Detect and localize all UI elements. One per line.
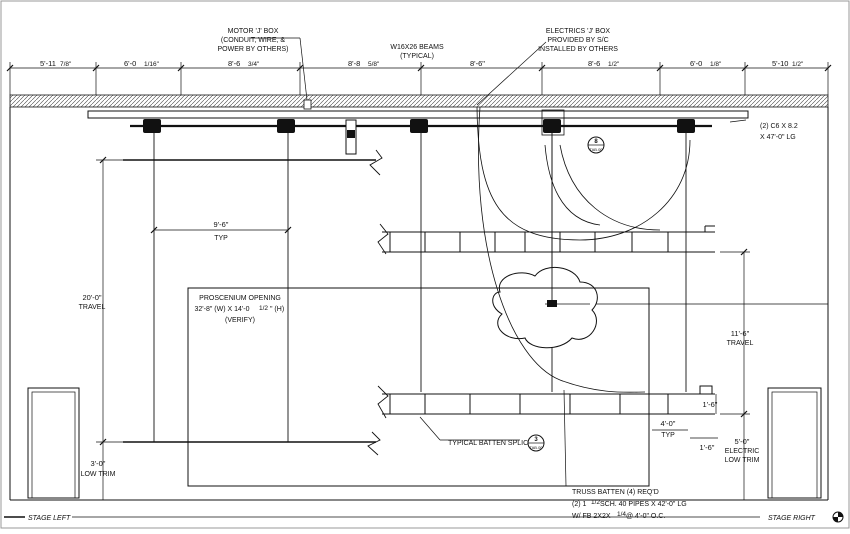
- truss-l1: TRUSS BATTEN (4) REQ'D: [572, 489, 659, 496]
- travel-right-label: TRAVEL: [727, 340, 754, 347]
- electrics-box-l3: INSTALLED BY OTHERS: [538, 46, 618, 53]
- hoist-units: [143, 119, 695, 155]
- span-3-frac: 3/4": [248, 61, 260, 68]
- span-7-frac: 1/8": [710, 61, 722, 68]
- electric-cables: [476, 106, 691, 393]
- channel-l2: X 47'-0" LG: [760, 134, 796, 141]
- span-2-frac: 1/16": [144, 61, 160, 68]
- cloud-fixture: [547, 300, 557, 307]
- truss-pipes-frac: 1/2: [591, 499, 600, 506]
- callout-3-sheet: TAB.00: [529, 445, 543, 450]
- travel-left-label: TRAVEL: [79, 304, 106, 311]
- callout-8-sheet: TAB.00: [589, 147, 603, 152]
- span-6-frac: 1/2": [608, 61, 620, 68]
- dim-1-6-upper: 1'-6": [703, 400, 718, 409]
- footer: STAGE LEFT STAGE RIGHT: [4, 511, 844, 523]
- channel-l1: (2) C6 X 8.2: [760, 123, 798, 130]
- batten-splice-note: TYPICAL BATTEN SPLICE: [448, 440, 533, 447]
- lighting-cloud: [492, 266, 598, 349]
- detail-callout-3: 3 TAB.00: [527, 434, 545, 452]
- proscenium-note: PROSCENIUM OPENING 32'-8" (W) X 14'-0 1/…: [195, 295, 285, 324]
- stage-left-label: STAGE LEFT: [28, 515, 71, 522]
- spacing-dimension: [150, 226, 292, 234]
- top-dimension-string: [6, 62, 832, 95]
- typ-spacing-value: 9'-6": [214, 220, 229, 229]
- elec-low-trim-value: 5'-0": [735, 437, 750, 446]
- stage-right-label: STAGE RIGHT: [768, 515, 816, 522]
- proscenium-opening: [187, 287, 650, 487]
- dim-4-0-typ: TYP: [661, 432, 675, 439]
- elec-low-trim-l2: LOW TRIM: [725, 457, 760, 464]
- callout-3-num: 3: [534, 437, 538, 443]
- beams-l2: (TYPICAL): [400, 53, 434, 60]
- span-3: 8'-6: [228, 59, 240, 68]
- truss-note: TRUSS BATTEN (4) REQ'D (2) 1 1/2 SCH. 40…: [572, 489, 687, 520]
- upper-batten-left: [123, 149, 383, 176]
- truss-small-dims: [652, 394, 718, 439]
- top-dimension-labels: 5'-11 7/8" 6'-0 1/16" 8'-6 3/4" 8'-8 5/8…: [40, 59, 804, 68]
- callout-8-num: 8: [594, 139, 598, 145]
- motor-box-l2: (CONDUIT, WIRE, &: [221, 37, 285, 44]
- dim-1-6-lower: 1'-6": [700, 443, 715, 452]
- motor-box-l3: POWER BY OTHERS): [217, 46, 288, 53]
- proscenium-frac: 1/2: [259, 305, 268, 312]
- span-4: 8'-8: [348, 59, 360, 68]
- electrics-box-l2: PROVIDED BY S/C: [547, 37, 608, 44]
- truss-pipes: SCH. 40 PIPES X 42'-0" LG: [600, 501, 687, 508]
- span-1: 5'-11: [40, 59, 56, 68]
- channel-note: (2) C6 X 8.2 X 47'-0" LG: [760, 123, 798, 141]
- door-stage-left: [27, 387, 80, 499]
- typ-spacing-note: TYP: [214, 235, 228, 242]
- beams-note: W16X26 BEAMS (TYPICAL): [390, 44, 444, 60]
- span-5: 8'-6": [470, 59, 485, 68]
- span-6: 8'-6: [588, 59, 600, 68]
- travel-left-value: 20'-0": [82, 293, 101, 302]
- span-8-frac: 1/2": [792, 61, 804, 68]
- proscenium-h: " (H): [270, 306, 284, 313]
- roof-deck: [9, 94, 829, 108]
- c6-channel: [87, 110, 749, 119]
- lower-batten-left: [123, 431, 381, 456]
- motor-j-box: [303, 99, 312, 110]
- proscenium-l3: (VERIFY): [225, 317, 255, 324]
- span-1-frac: 7/8": [60, 61, 72, 68]
- motor-box-l1: MOTOR 'J' BOX: [228, 28, 279, 35]
- dim-4-0: 4'-0": [661, 419, 676, 428]
- span-4-frac: 5/8": [368, 61, 380, 68]
- leader-lines: [250, 37, 747, 487]
- travel-right-value: 11'-6": [731, 329, 750, 338]
- span-8: 5'-10: [772, 59, 788, 68]
- low-trim-left-label: LOW TRIM: [81, 471, 116, 478]
- proscenium-l1: PROSCENIUM OPENING: [199, 295, 281, 302]
- truss-fb-frac: 1/4: [617, 511, 626, 518]
- span-2: 6'-0: [124, 59, 136, 68]
- beams-l1: W16X26 BEAMS: [390, 44, 444, 51]
- truss-l2: (2) 1: [572, 501, 587, 508]
- electrics-box-note: ELECTRICS 'J' BOX PROVIDED BY S/C INSTAL…: [538, 28, 618, 53]
- elec-low-trim-l1: ELECTRIC: [725, 448, 760, 455]
- truss-fb: @ 4'-0" O.C.: [626, 513, 665, 520]
- low-trim-left-value: 3'-0": [91, 459, 106, 468]
- span-7: 6'-0: [690, 59, 702, 68]
- travel-dimension-left: [96, 156, 150, 500]
- door-stage-right: [767, 387, 822, 499]
- electrics-j-box: [541, 109, 565, 136]
- truss-batten-lower: [377, 385, 715, 419]
- travel-dimension-right: [596, 248, 828, 500]
- motor-box-note: MOTOR 'J' BOX (CONDUIT, WIRE, & POWER BY…: [217, 28, 288, 53]
- electrics-box-l1: ELECTRICS 'J' BOX: [546, 28, 610, 35]
- proscenium-l2: 32'-8" (W) X 14'-0: [195, 306, 250, 313]
- detail-callout-8: 8 TAB.00: [587, 136, 605, 154]
- truss-l3: W/ FB 2X2X: [572, 513, 611, 520]
- truss-batten-upper: [377, 223, 715, 255]
